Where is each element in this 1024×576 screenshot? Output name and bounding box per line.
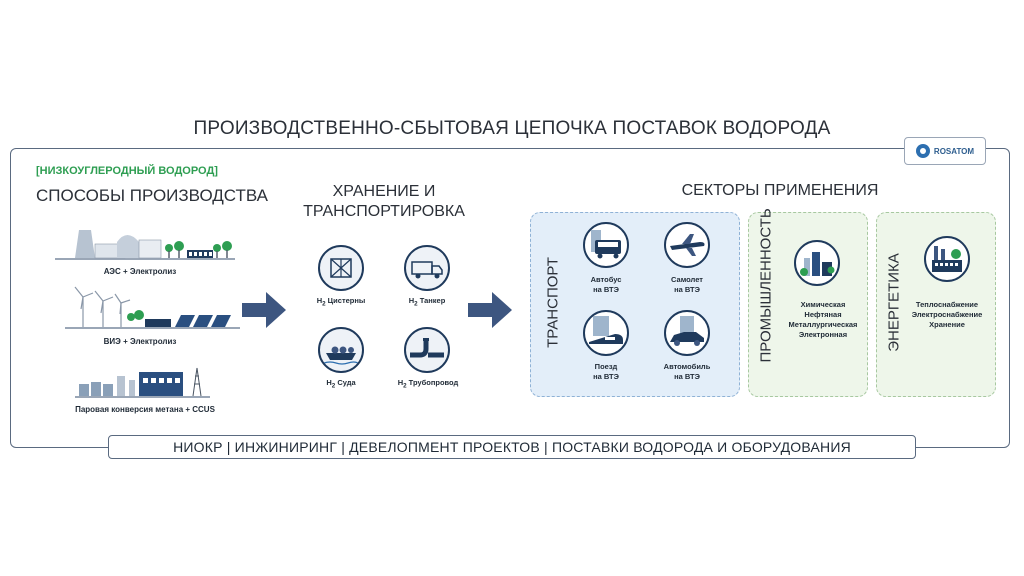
services-bar: НИОКР | ИНЖИНИРИНГ | ДЕВЕЛОПМЕНТ ПРОЕКТО… [108, 435, 916, 459]
h-symbol: H [408, 296, 415, 305]
storage-heading-line1: ХРАНЕНИЕ И [332, 183, 436, 200]
transport-car-label: Автомобиль на ВТЭ [648, 362, 726, 382]
production-heading: СПОСОБЫ ПРОИЗВОДСТВА [36, 186, 269, 205]
transport-car-line1: Автомобиль [663, 362, 711, 371]
industry-electronics: Электронная [798, 330, 848, 339]
storage-heading: ХРАНЕНИЕ И ТРАНСПОРТИРОВКА [296, 182, 472, 222]
transport-plane-line2: на ВТЭ [674, 285, 700, 294]
storage-tanks-text: Цистерны [325, 296, 366, 305]
transport-bus-label: Автобус на ВТЭ [571, 275, 641, 295]
transport-plane-line1: Самолет [671, 275, 703, 284]
storage-ships-label: H2 Суда [296, 378, 386, 392]
h-subscript: 2 [331, 382, 336, 390]
storage-tanker-text: Танкер [417, 296, 446, 305]
transport-car-line2: на ВТЭ [674, 372, 700, 381]
transport-bus-line2: на ВТЭ [593, 285, 619, 294]
industry-plant-icon [794, 240, 840, 286]
power-plant-icon [924, 236, 970, 282]
industry-list: Химическая Нефтяная Металлургическая Эле… [768, 300, 878, 340]
transport-train-line1: Поезд [594, 362, 618, 371]
method-methane-label: Паровая конверсия метана + CCUS [75, 405, 215, 414]
low-carbon-tag: [НИЗКОУГЛЕРОДНЫЙ ВОДОРОД] [36, 165, 218, 177]
energy-heat: Теплоснабжение [915, 300, 979, 309]
transport-bus-line1: Автобус [590, 275, 622, 284]
storage-pipeline-label: H2 Трубопровод [378, 378, 478, 392]
car-icon [664, 310, 710, 356]
methane-conversion-illustration-icon [75, 367, 210, 398]
energy-list: Теплоснабжение Электроснабжение Хранение [892, 300, 1002, 330]
energy-power: Электроснабжение [911, 310, 983, 319]
industry-chemical: Химическая [800, 300, 846, 309]
sectors-heading: СЕКТОРЫ ПРИМЕНЕНИЯ [681, 182, 879, 199]
arrow-right-icon [242, 292, 286, 328]
h-subscript: 2 [414, 300, 418, 308]
arrow-right-icon [468, 292, 512, 328]
h-symbol: H [326, 378, 332, 387]
bus-icon [583, 222, 629, 268]
transport-plane-label: Самолет на ВТЭ [652, 275, 722, 295]
tanker-truck-icon [404, 245, 450, 291]
diagram-title: ПРОИЗВОДСТВЕННО-СБЫТОВАЯ ЦЕПОЧКА ПОСТАВО… [193, 118, 831, 139]
storage-pipeline-text: Трубопровод [406, 378, 459, 387]
transport-label: ТРАНСПОРТ [544, 257, 562, 348]
storage-tanks-label: H2 Цистерны [296, 296, 386, 310]
energy-storage: Хранение [929, 320, 965, 329]
h-symbol: H [397, 378, 404, 387]
industry-oil: Нефтяная [804, 310, 842, 319]
storage-ships-text: Суда [335, 378, 356, 387]
storage-heading-line2: ТРАНСПОРТИРОВКА [303, 203, 465, 220]
tanks-icon [318, 245, 364, 291]
transport-train-line2: на ВТЭ [593, 372, 619, 381]
train-icon [583, 310, 629, 356]
rosatom-logo-text: ROSATOM [933, 146, 975, 156]
ship-icon [318, 327, 364, 373]
method-renewables-label: ВИЭ + Электролиз [103, 337, 177, 346]
storage-tanker-label: H2 Танкер [382, 296, 472, 310]
h-subscript: 2 [403, 382, 407, 390]
industry-metallurgy: Металлургическая [788, 320, 858, 329]
h-symbol: H [316, 296, 323, 305]
h-subscript: 2 [322, 300, 326, 308]
renewables-illustration-icon [65, 286, 240, 329]
pipeline-icon [404, 327, 450, 373]
method-npp-label: АЭС + Электролиз [103, 267, 177, 276]
airplane-icon [664, 222, 710, 268]
rosatom-logo-icon [915, 144, 930, 158]
rosatom-logo: ROSATOM [904, 137, 986, 165]
transport-train-label: Поезд на ВТЭ [571, 362, 641, 382]
npp-illustration-icon [55, 230, 235, 260]
